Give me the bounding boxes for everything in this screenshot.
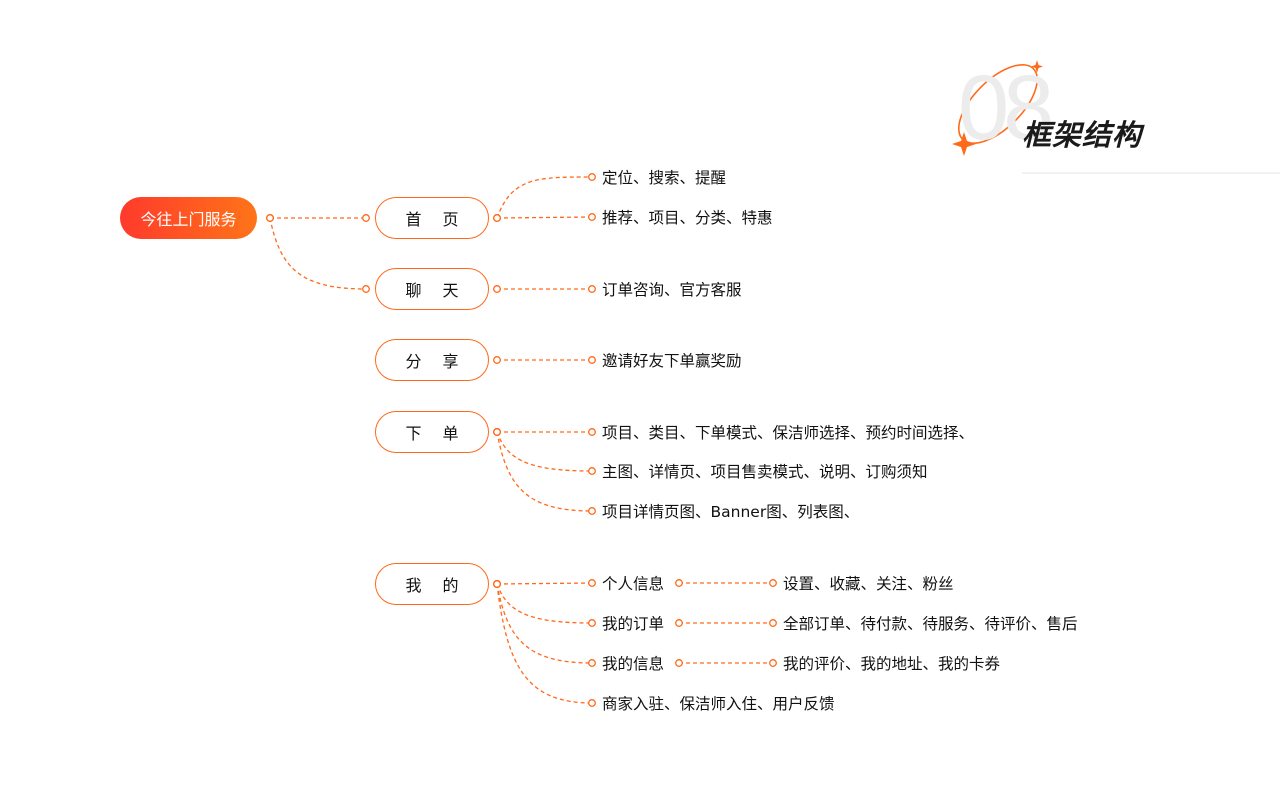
connector-dot bbox=[362, 214, 370, 222]
connector-dot bbox=[588, 285, 596, 293]
leaf: 项目详情页图、Banner图、列表图、 bbox=[602, 503, 860, 521]
connector bbox=[496, 176, 593, 219]
connector-dot bbox=[588, 356, 596, 364]
connector-dot bbox=[493, 428, 501, 436]
title-divider bbox=[1022, 172, 1280, 174]
leaf: 主图、详情页、项目售卖模式、说明、订购须知 bbox=[602, 463, 928, 481]
connector-dot bbox=[588, 173, 596, 181]
section-number: 08 bbox=[958, 57, 1054, 159]
connector-dot bbox=[588, 428, 596, 436]
connector-dot bbox=[769, 579, 777, 587]
connector bbox=[496, 431, 593, 512]
connector bbox=[496, 583, 593, 624]
node-share: 分 享 bbox=[375, 339, 489, 381]
connector bbox=[496, 582, 593, 585]
leaf: 定位、搜索、提醒 bbox=[602, 169, 727, 187]
connector-dot bbox=[588, 213, 596, 221]
connector-dot bbox=[769, 659, 777, 667]
leaf: 订单咨询、官方客服 bbox=[602, 281, 742, 299]
connector-dot bbox=[588, 699, 596, 707]
connector bbox=[496, 583, 593, 664]
connector-dot bbox=[266, 214, 274, 222]
connector-dot bbox=[493, 356, 501, 364]
leaf: 我的信息 bbox=[602, 655, 665, 673]
connector-dot bbox=[588, 507, 596, 515]
connector bbox=[496, 431, 593, 472]
connector-dot bbox=[588, 619, 596, 627]
node-chat: 聊 天 bbox=[375, 268, 489, 310]
connector-dot bbox=[588, 467, 596, 475]
connector-dot bbox=[493, 214, 501, 222]
root-node: 今往上门服务 bbox=[120, 197, 257, 239]
connector-dot bbox=[675, 659, 683, 667]
connector-dot bbox=[493, 285, 501, 293]
leaf: 个人信息 bbox=[602, 575, 665, 593]
connector-dot bbox=[675, 619, 683, 627]
connector-dot bbox=[362, 285, 370, 293]
node-order: 下 单 bbox=[375, 411, 489, 453]
section-title: 框架结构 bbox=[1022, 118, 1143, 152]
leaf: 商家入驻、保洁师入住、用户反馈 bbox=[602, 695, 835, 713]
leaf: 项目、类目、下单模式、保洁师选择、预约时间选择、 bbox=[602, 424, 975, 442]
leaf: 邀请好友下单赢奖励 bbox=[602, 352, 742, 370]
sub-leaf: 全部订单、待付款、待服务、待评价、售后 bbox=[783, 615, 1078, 633]
connector bbox=[496, 583, 593, 704]
sub-leaf: 设置、收藏、关注、粉丝 bbox=[783, 575, 954, 593]
node-home: 首 页 bbox=[375, 197, 489, 239]
connector-dot bbox=[769, 619, 777, 627]
connector-dot bbox=[493, 580, 501, 588]
header-logo-icon bbox=[952, 60, 1043, 156]
sub-leaf: 我的评价、我的地址、我的卡券 bbox=[783, 655, 1001, 673]
connector-dot bbox=[675, 579, 683, 587]
connector bbox=[496, 216, 593, 219]
connector-dot bbox=[588, 579, 596, 587]
node-mine: 我 的 bbox=[375, 563, 489, 605]
leaf: 我的订单 bbox=[602, 615, 665, 633]
connector bbox=[269, 217, 367, 290]
leaf: 推荐、项目、分类、特惠 bbox=[602, 209, 773, 227]
connector-dot bbox=[588, 659, 596, 667]
